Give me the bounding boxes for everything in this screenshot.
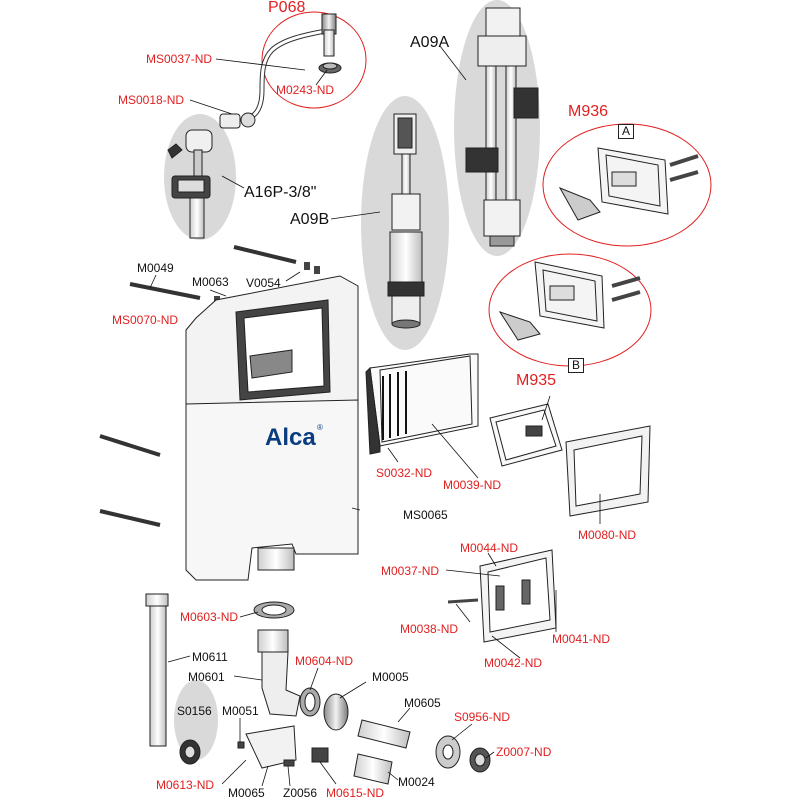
label-m0005: M0005: [372, 670, 409, 684]
label-a16p: A16P-3/8": [244, 184, 317, 201]
label-m0044-nd: M0044-ND: [460, 541, 519, 555]
label-m0603-nd: M0603-ND: [180, 610, 239, 624]
label-ms0037-nd: MS0037-ND: [146, 52, 213, 66]
a16p-float-valve-part: [167, 112, 256, 239]
ms0070-bolt-part: [99, 434, 161, 527]
m0005-seal-part: [323, 693, 349, 731]
label-v0054: V0054: [246, 276, 281, 290]
label-m0613-nd: M0613-ND: [156, 778, 215, 792]
m0065-bracket-part: [237, 725, 297, 769]
label-m935: M935: [516, 372, 557, 389]
label-m0049: M0049: [137, 261, 174, 275]
label-a09a: A09A: [410, 34, 450, 51]
label-ms0070-nd: MS0070-ND: [112, 313, 179, 327]
label-z0056: Z0056: [283, 786, 318, 800]
brand-registered-mark: ®: [317, 423, 323, 432]
m0024-sleeve-part: [353, 753, 393, 785]
m0603-reducer-part: [253, 601, 295, 619]
label-m0041-nd: M0041-ND: [552, 632, 611, 646]
label-z0007-nd: Z0007-ND: [496, 745, 552, 759]
a09b-flush-valve-part: [387, 113, 425, 329]
m0039-plate-part: [489, 403, 563, 467]
m935-mounting-plate-part: [498, 261, 641, 341]
label-m0063: M0063: [192, 275, 229, 289]
label-m0039-nd: M0039-ND: [443, 478, 502, 492]
label-p068: P068: [268, 0, 306, 16]
p068-hose-part: [247, 13, 342, 121]
label-box-b: B: [568, 358, 585, 373]
a09a-fill-valve-part: [465, 7, 539, 247]
label-m0065: M0065: [228, 786, 265, 800]
label-s0956-nd: S0956-ND: [454, 710, 511, 724]
brand-logo-text: Alca: [265, 424, 316, 451]
m936-mounting-plate-part: [558, 147, 699, 221]
label-m0615-nd: M0615-ND: [326, 786, 385, 800]
m0044-actuator-plate-part: [447, 549, 557, 643]
label-m0611: M0611: [192, 650, 228, 664]
label-m0601: M0601: [188, 670, 225, 684]
label-m0243-nd: M0243-ND: [276, 83, 335, 97]
z0007-ring-part: [469, 747, 491, 773]
m0601-elbow-part: [257, 629, 301, 717]
label-m936: M936: [568, 103, 609, 120]
label-m0605: M0605: [404, 696, 441, 710]
m0605-pipe-part: [357, 719, 411, 749]
label-s0156: S0156: [177, 704, 212, 718]
label-m0051: M0051: [222, 704, 259, 718]
leader-lines: [149, 45, 601, 787]
s0156-ring-part: [179, 739, 201, 765]
m0039-tile-box-part: [365, 353, 479, 455]
label-m0024: M0024: [398, 775, 435, 789]
m0080-frame-part: [565, 425, 651, 517]
label-m0038-nd: M0038-ND: [400, 622, 459, 636]
label-m0604-nd: M0604-ND: [295, 654, 354, 668]
label-box-a: A: [618, 124, 635, 139]
s0956-flange-part: [435, 735, 461, 769]
v0054-bolt-part: [233, 245, 320, 274]
ms0065-cistern-frame-part: [185, 275, 359, 581]
m0604-ring-part: [299, 687, 321, 717]
ellipse-p068: [261, 11, 367, 109]
label-m0080-nd: M0080-ND: [578, 528, 637, 542]
m0611-drain-pipe-part: [145, 593, 169, 747]
ellipse-s0156: [174, 680, 218, 760]
m0615-clip-part: [311, 747, 329, 763]
label-s0032-nd: S0032-ND: [376, 466, 433, 480]
label-m0042-nd: M0042-ND: [484, 656, 543, 670]
label-ms0018-nd: MS0018-ND: [118, 93, 185, 107]
label-m0037-nd: M0037-ND: [381, 564, 440, 578]
label-ms0065: MS0065: [403, 508, 448, 522]
label-a09b: A09B: [290, 211, 330, 228]
